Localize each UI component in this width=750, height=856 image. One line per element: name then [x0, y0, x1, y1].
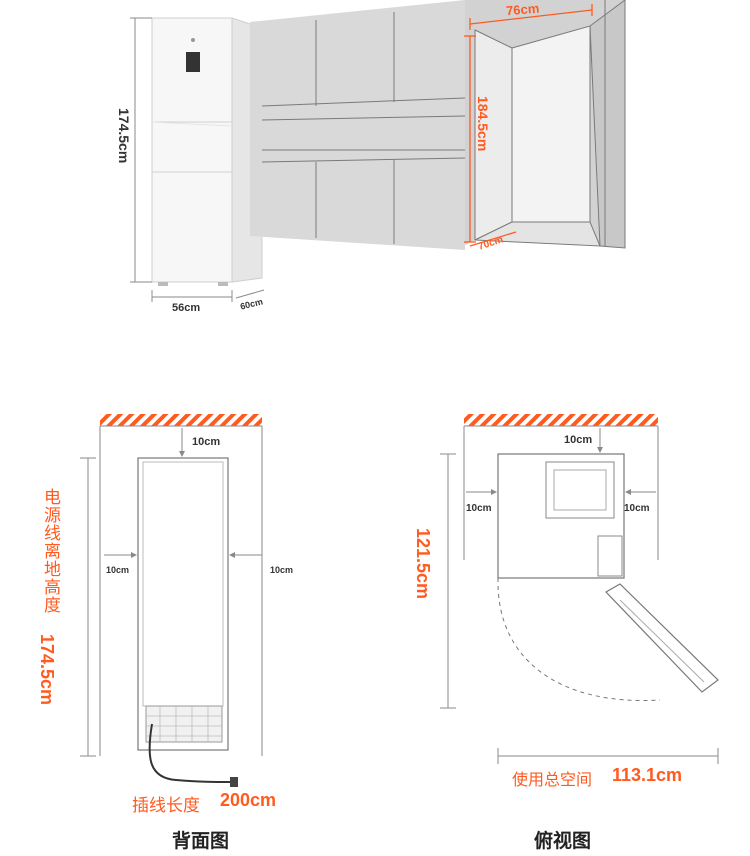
- top-view-dimension-lines: [440, 426, 719, 764]
- top-fridge-illustration: [151, 17, 263, 286]
- back-gap-top-label: 10cm: [192, 436, 221, 448]
- power-cord-height-value: 174.5cm: [37, 634, 57, 706]
- top-gap-top-label: 10cm: [564, 434, 593, 446]
- power-cord-height-text: 电源线离地高度: [41, 488, 60, 614]
- top-gap-right-label: 10cm: [624, 503, 650, 514]
- top-gap-left-label: 10cm: [466, 503, 492, 514]
- fridge-dimension-lines: [130, 17, 265, 302]
- fridge-height-label: 174.5cm: [116, 108, 132, 164]
- back-view-dimension-lines: [80, 426, 263, 757]
- cord-length-label: 插线长度: [132, 796, 200, 815]
- niche-width-label: 76cm: [505, 0, 540, 19]
- niche-dimension-lines: [464, 4, 593, 247]
- wall-niche-illustration: [250, 0, 626, 250]
- niche-height-label: 184.5cm: [475, 96, 491, 152]
- fridge-width-label: 56cm: [172, 302, 201, 314]
- cord-length-value: 200cm: [220, 790, 277, 810]
- back-view-title: 背面图: [172, 831, 230, 852]
- top-view-title: 俯视图: [534, 831, 592, 852]
- back-view-drawing: [100, 414, 262, 787]
- top-view-drawing: [464, 414, 719, 702]
- total-space-label: 使用总空间: [512, 772, 593, 789]
- back-gap-right-label: 10cm: [270, 565, 294, 575]
- total-space-value: 113.1cm: [612, 765, 683, 785]
- back-gap-left-label: 10cm: [106, 565, 130, 575]
- top-depth-value: 121.5cm: [413, 528, 433, 600]
